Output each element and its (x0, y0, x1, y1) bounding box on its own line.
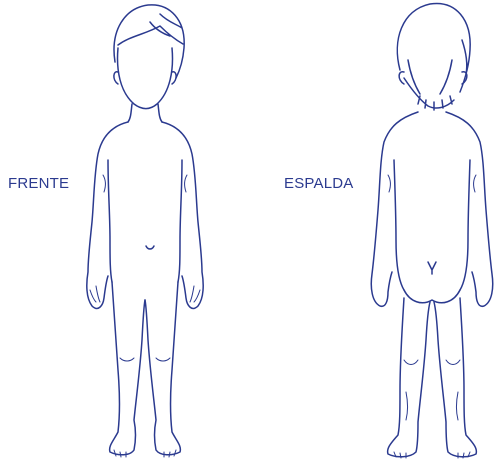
back-right-side (445, 111, 494, 308)
child-body-back-outline (370, 2, 494, 459)
back-torso-left (393, 159, 405, 291)
front-view-label: FRENTE (8, 175, 70, 192)
front-hair (113, 4, 185, 79)
back-leg-left (386, 297, 431, 458)
child-body-front-outline (86, 4, 204, 458)
front-torso-right (177, 159, 183, 283)
back-hair (396, 2, 471, 111)
front-navel (145, 245, 155, 250)
front-ear-left (113, 71, 119, 85)
back-ear-right (461, 71, 468, 85)
front-face (116, 47, 174, 110)
front-torso-left (107, 159, 113, 283)
front-left-side (86, 121, 129, 310)
front-neck (127, 103, 163, 123)
back-ear-left (398, 71, 405, 85)
back-buttocks (403, 289, 461, 304)
back-lower-back (427, 261, 437, 275)
back-torso-right (459, 159, 471, 291)
back-view-label: ESPALDA (284, 175, 354, 192)
back-leg-right (433, 297, 478, 458)
front-right-side (161, 121, 204, 310)
front-ear-right (171, 71, 177, 85)
front-leg-right (144, 281, 182, 456)
front-leg-left (108, 281, 146, 456)
back-left-side (370, 111, 419, 308)
